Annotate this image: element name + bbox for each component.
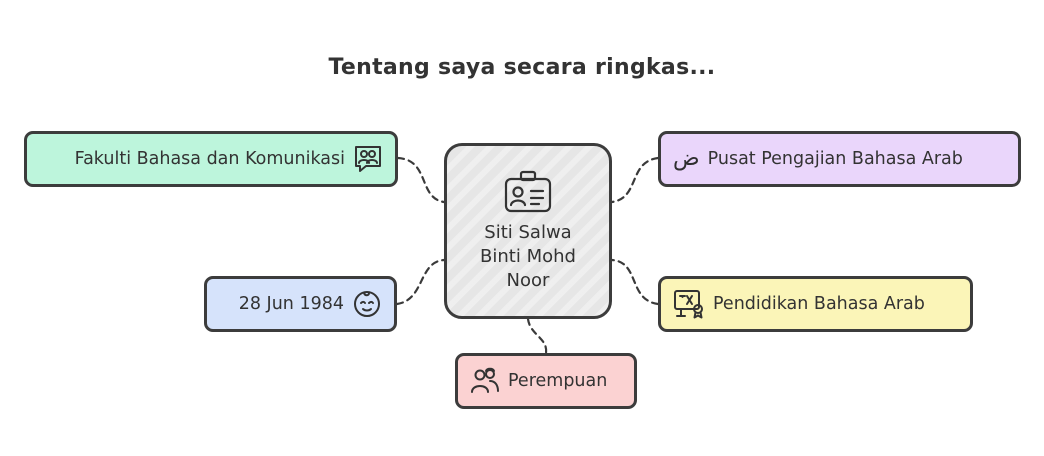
id-card-icon	[503, 169, 553, 215]
arabic-letter-icon: ض	[673, 146, 700, 171]
connector-pendidikan	[610, 258, 660, 306]
connector-fakulti	[396, 156, 446, 204]
node-dob-label: 28 Jun 1984	[238, 294, 344, 314]
node-fakulti[interactable]: Fakulti Bahasa dan Komunikasi	[24, 131, 398, 187]
center-node-label: Siti Salwa Binti Mohd Noor	[480, 222, 576, 291]
node-pusat-label: Pusat Pengajian Bahasa Arab	[707, 149, 963, 169]
connector-dob	[395, 258, 446, 306]
connector-jantina	[526, 317, 548, 355]
node-pendidikan[interactable]: Pendidikan Bahasa Arab	[658, 276, 973, 332]
node-dob[interactable]: 28 Jun 1984	[204, 276, 397, 332]
teacher-certificate-icon	[673, 289, 705, 319]
node-jantina-label: Perempuan	[508, 371, 608, 391]
node-pendidikan-label: Pendidikan Bahasa Arab	[713, 294, 925, 314]
baby-face-icon	[352, 289, 382, 319]
connector-pusat	[610, 156, 660, 204]
group-chat-icon	[353, 144, 383, 174]
node-jantina[interactable]: Perempuan	[455, 353, 637, 409]
people-icon	[470, 367, 500, 395]
diagram-title: Tentang saya secara ringkas...	[328, 55, 716, 80]
node-pusat[interactable]: ض Pusat Pengajian Bahasa Arab	[658, 131, 1021, 187]
node-fakulti-label: Fakulti Bahasa dan Komunikasi	[74, 149, 345, 169]
center-node[interactable]: Siti Salwa Binti Mohd Noor	[444, 143, 612, 319]
